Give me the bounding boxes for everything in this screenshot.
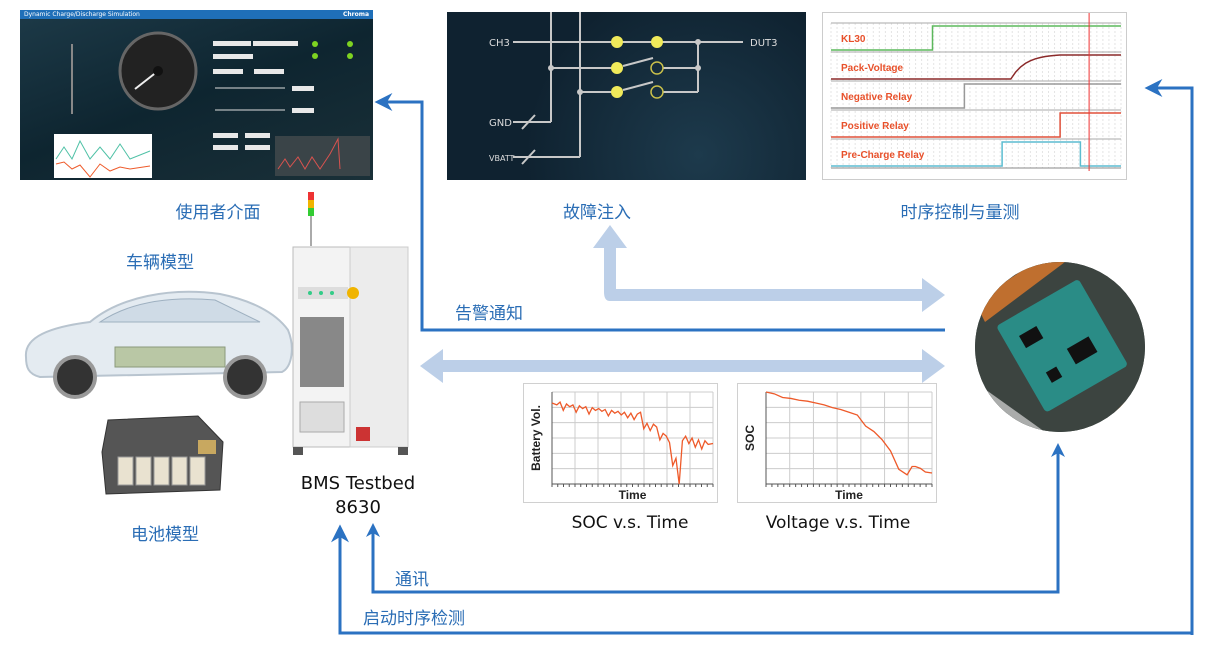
emergency-stop-button (347, 287, 359, 299)
stack-light-green (308, 208, 314, 216)
fault-injection-double-arrow (593, 225, 945, 312)
ui-title-bar: Dynamic Charge/Discharge Simulation Chrom… (20, 10, 373, 19)
startup-timing-arrow (331, 524, 1192, 635)
signal-trace-pack-voltage (831, 54, 1121, 80)
ui-status-leds (312, 41, 353, 59)
ui-bar-chart (275, 136, 370, 176)
label-timing-measurement: 时序控制与量测 (900, 203, 1020, 223)
label-alarm-notification: 告警通知 (455, 304, 523, 324)
stack-light-red (308, 192, 314, 200)
signal-trace-kl30 (831, 25, 1121, 51)
bms-circuit-board (997, 280, 1127, 412)
testbed-label: BMS Testbed 8630 (301, 472, 415, 520)
ui-title: Dynamic Charge/Discharge Simulation (24, 11, 140, 18)
label-user-interface: 使用者介面 (175, 203, 261, 223)
ch3-label: CH3 (489, 38, 510, 49)
power-switch (356, 427, 370, 441)
battery-cells (117, 456, 206, 486)
vehicle-model-image (24, 290, 293, 399)
signal-trace-positive-relay (831, 112, 1121, 138)
y-axis-label: SOC (743, 425, 757, 451)
data-series-line (765, 391, 933, 476)
x-axis-label: Time (835, 488, 863, 502)
front-wheel (53, 355, 97, 399)
chart2-title: Voltage v.s. Time (765, 513, 911, 533)
dut3-label: DUT3 (750, 38, 778, 49)
bms-board-photo (975, 262, 1145, 432)
bms-testbed-cabinet-image (292, 192, 409, 455)
fault-injection-diagram: CH3 DUT3 GND VBATT (447, 12, 806, 180)
soc-chart: Time SOC (737, 383, 937, 503)
signal-label: Pre-Charge Relay (841, 150, 925, 161)
testbed-model: 8630 (335, 497, 381, 518)
signal-trace-pre-charge-relay (831, 141, 1121, 167)
speedometer-hub (153, 66, 163, 76)
gnd-label: GND (489, 118, 512, 129)
label-vehicle-model: 车辆模型 (126, 253, 194, 273)
stack-light-yellow (308, 200, 314, 208)
user-interface-screenshot: Dynamic Charge/Discharge Simulation Chrom… (20, 10, 373, 180)
switch-contacts-open (650, 61, 664, 99)
communication-line (371, 448, 1060, 594)
car-battery-cells (114, 346, 226, 368)
ui-dashboard-graphic (54, 31, 370, 178)
switch-contacts-closed (611, 36, 663, 98)
signal-trace-negative-relay (831, 83, 1121, 109)
alarm-notification-arrow (374, 93, 945, 332)
data-series-line (551, 401, 714, 485)
timing-control-arrow (1144, 79, 1194, 635)
vbatt-label: VBATT (489, 154, 515, 163)
data-exchange-double-arrow (420, 349, 945, 383)
label-communication: 通讯 (395, 570, 429, 590)
testbed-name: BMS Testbed (300, 473, 416, 494)
signal-label: Pack-Voltage (841, 63, 903, 74)
rear-wheel (223, 355, 267, 399)
signal-label: KL30 (841, 34, 866, 45)
label-battery-model: 电池模型 (131, 525, 199, 545)
x-axis-label: Time (619, 488, 647, 502)
signal-label: Negative Relay (841, 92, 913, 103)
cabinet-vent-grille (300, 317, 344, 387)
ui-input-fields (213, 41, 314, 150)
battery-voltage-chart: Time Battery Vol. (523, 383, 718, 503)
ui-brand-logo: Chroma (342, 11, 369, 18)
y-axis-label: Battery Vol. (529, 405, 543, 471)
chart1-title: SOC v.s. Time (571, 513, 689, 533)
fault-circuit: CH3 DUT3 GND VBATT (489, 12, 778, 165)
signal-label: Positive Relay (841, 121, 909, 132)
battery-model-image (101, 415, 224, 495)
battery-bms-board (198, 440, 216, 454)
label-startup-timing-detection: 启动时序检测 (363, 609, 465, 629)
label-fault-injection: 故障注入 (563, 203, 631, 223)
car-windows (98, 298, 261, 323)
